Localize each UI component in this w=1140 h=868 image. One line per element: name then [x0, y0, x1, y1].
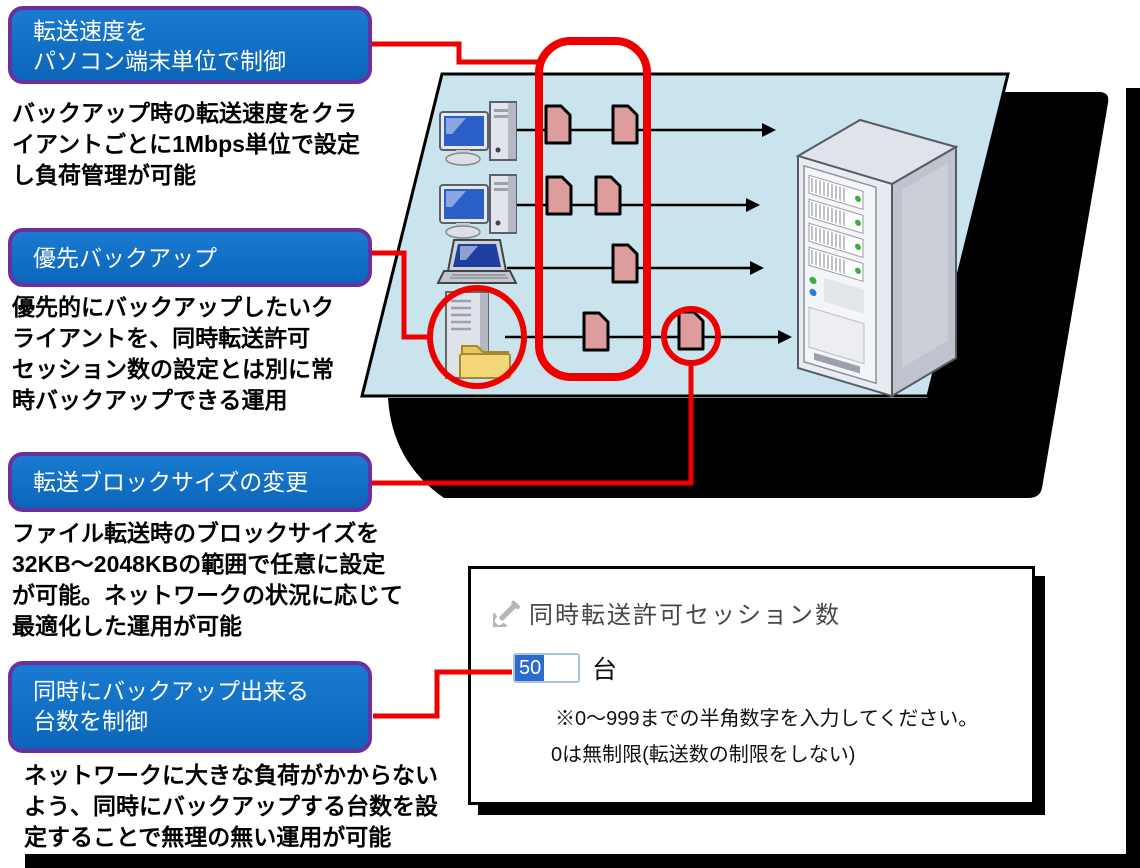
callout-priority-backup: 優先バックアップ: [8, 228, 372, 287]
desktop-pc-icon: [439, 174, 517, 239]
wrench-icon: [493, 600, 520, 627]
desc-line: ライアントを、同時転送許可: [12, 325, 311, 351]
session-window-outline: [535, 37, 651, 381]
desc-simultaneous-count: ネットワークに大きな負荷がかからない よう、同時にバックアップする台数を設 定す…: [24, 760, 438, 853]
panel-title-row: 同時転送許可セッション数: [493, 595, 1032, 630]
desc-line: ファイル転送時のブロックサイズを: [12, 520, 380, 546]
callout-simultaneous-count: 同時にバックアップ出来る 台数を制御: [8, 661, 372, 753]
document-icons: [544, 104, 705, 352]
canvas-shadow-bottom: [25, 854, 1140, 868]
callout-block-size: 転送ブロックサイズの変更: [8, 452, 372, 512]
backup-server-icon: [795, 118, 959, 398]
red-annotations: [372, 37, 721, 719]
callout-line: 同時にバックアップ出来る: [33, 678, 309, 704]
unit-label: 台: [592, 656, 618, 684]
desc-priority-backup: 優先的にバックアップしたいク ライアントを、同時転送許可 セッション数の設定とは…: [12, 292, 334, 416]
desc-line: し負荷管理が可能: [12, 162, 196, 188]
red-connectors: [372, 41, 694, 719]
desc-transfer-speed: バックアップ時の転送速度をクラ イアントごとに1Mbps単位で設定 し負荷管理が…: [12, 98, 360, 191]
panel-note-2: 0は無制限(転送数の制限をしない): [551, 744, 856, 766]
desktop-pc-icon: [439, 101, 517, 166]
file-server-with-folder-icon: [445, 291, 511, 379]
session-input-row: 50 台: [513, 650, 1032, 686]
panel-title: 同時転送許可セッション数: [529, 602, 841, 629]
selected-input-value: 50: [515, 655, 545, 681]
callout-line: 転送ブロックサイズの変更: [33, 469, 309, 495]
session-settings-panel: 同時転送許可セッション数 50 台 ※0～999までの半角数字を入力してください…: [468, 566, 1035, 805]
desc-line: ネットワークに大きな負荷がかからない: [24, 762, 438, 788]
desc-line: 最適化した運用が可能: [12, 613, 242, 639]
desc-line: 時バックアップできる運用: [12, 387, 288, 413]
desc-line: 32KB～2048KBの範囲で任意に設定: [12, 551, 386, 577]
arrow-heads: [746, 123, 792, 344]
desc-block-size: ファイル転送時のブロックサイズを 32KB～2048KBの範囲で任意に設定 が可…: [12, 518, 403, 642]
desc-line: 定することで無理の無い運用が可能: [24, 824, 392, 850]
callout-line: パソコン端末単位で制御: [33, 48, 286, 74]
callout-line: 優先バックアップ: [33, 244, 217, 271]
desc-line: イアントごとに1Mbps単位で設定: [12, 131, 360, 157]
session-count-input[interactable]: 50: [513, 653, 580, 683]
desc-line: バックアップ時の転送速度をクラ: [12, 100, 357, 126]
laptop-icon: [436, 239, 518, 284]
callout-transfer-speed: 転送速度を パソコン端末単位で制御: [8, 6, 372, 84]
callout-line: 台数を制御: [33, 708, 148, 734]
desc-line: よう、同時にバックアップする台数を設: [24, 793, 438, 819]
desc-line: が可能。ネットワークの状況に応じて: [12, 582, 403, 608]
panel-note-1: ※0～999までの半角数字を入力してください。: [555, 708, 979, 730]
canvas-shadow-right: [1126, 88, 1140, 868]
desc-line: セッション数の設定とは別に常: [12, 356, 334, 382]
desc-line: 優先的にバックアップしたいク: [12, 294, 334, 320]
callout-line: 転送速度を: [33, 18, 148, 44]
